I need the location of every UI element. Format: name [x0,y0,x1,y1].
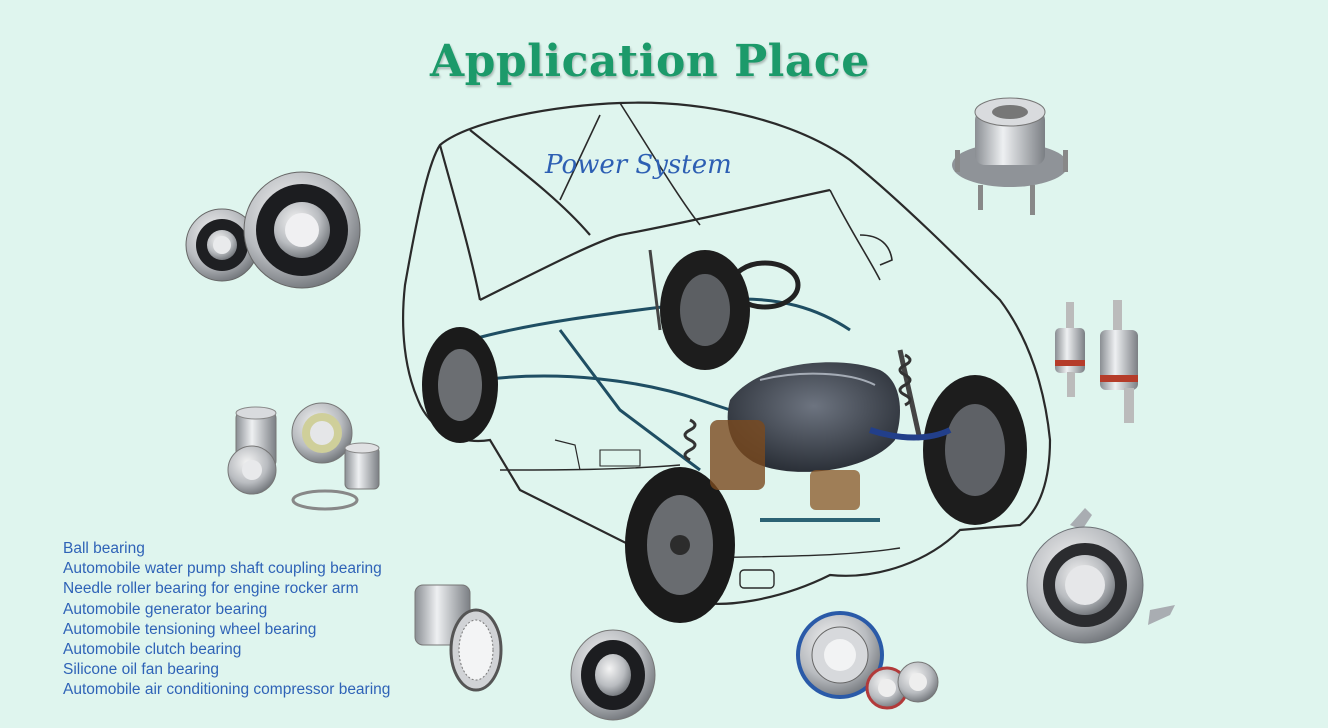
suspension-spring [683,353,912,462]
bearing-list: Ball bearing Automobile water pump shaft… [63,539,390,701]
list-item: Automobile clutch bearing [63,640,242,658]
list-item: Automobile air conditioning compressor b… [63,681,391,699]
clutch-bearing-image [1026,508,1175,644]
list-item: Needle roller bearing for engine rocker … [63,580,359,598]
generator-bearing-image [570,629,656,721]
needle-roller-bearing-image [414,584,503,692]
engine [710,362,952,522]
list-item: Automobile tensioning wheel bearing [63,620,317,638]
list-item: Automobile water pump shaft coupling bea… [63,560,382,578]
needle-bearing-image [227,402,380,511]
ball-bearing-image [185,171,361,289]
section-subtitle: Power System [545,150,732,180]
water-pump-bearing-image [1055,300,1138,423]
list-item: Silicone oil fan bearing [63,661,219,679]
page-title: Application Place [430,36,870,87]
wheels [422,250,1027,623]
hub-bearing-image [952,97,1068,215]
tensioning-bearing-image [796,611,939,710]
list-item: Ball bearing [63,540,145,557]
list-item: Automobile generator bearing [63,600,268,618]
